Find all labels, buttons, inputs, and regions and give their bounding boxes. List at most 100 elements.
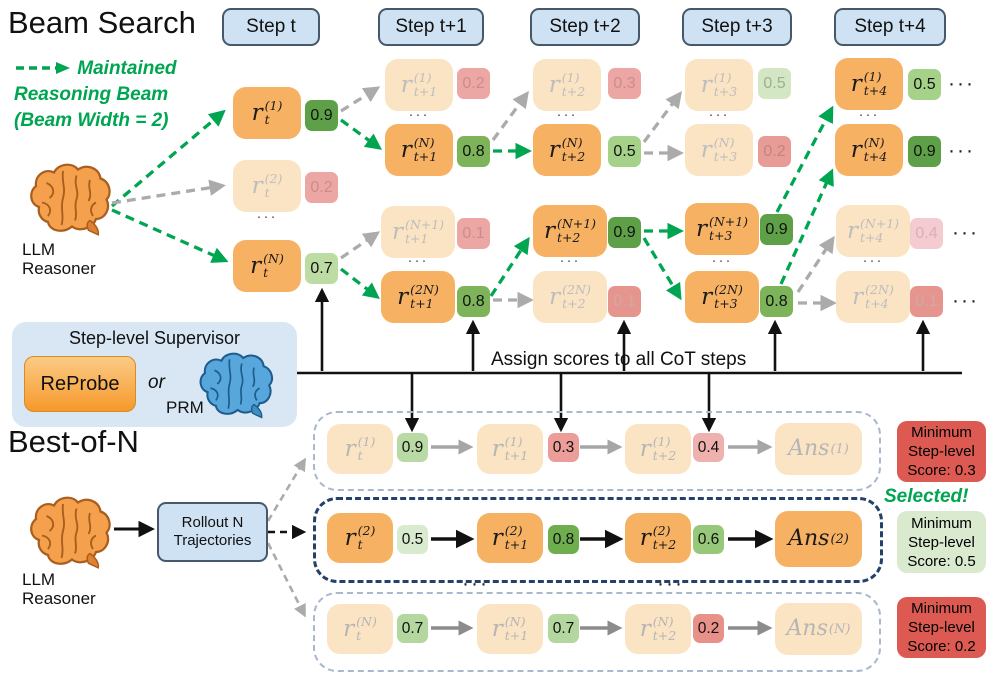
min-score-badge-2: Minimum Step-level Score: 0.5: [897, 511, 986, 573]
min-line2: Step-level: [908, 533, 975, 551]
traj-node: r(N)t+2: [625, 604, 691, 654]
prm-brain-icon: [199, 352, 274, 419]
step-level-supervisor-box: Step-level Supervisor ReProbe or PRM: [12, 322, 297, 427]
min-line2: Step-level: [908, 619, 975, 636]
ellipsis: ···: [407, 252, 429, 269]
beam-score: 0.5: [758, 68, 791, 99]
or-label: or: [148, 372, 165, 393]
trajectory-row-1: [313, 411, 881, 491]
beam-score: 0.9: [305, 100, 338, 131]
step-header-t: Step t: [222, 8, 320, 46]
beam-score: 0.1: [608, 286, 641, 317]
traj-node: r(2)t: [327, 513, 393, 563]
answer-node: Ans(N): [775, 603, 862, 655]
rollout-n-trajectories-box: Rollout N Trajectories: [157, 502, 268, 562]
beam-score: 0.3: [608, 68, 641, 99]
min-line2: Step-level: [908, 443, 975, 460]
trajectory-row-3: [313, 592, 881, 672]
assign-scores-label: Assign scores to all CoT steps: [491, 349, 747, 370]
best-of-n-title: Best-of-N: [8, 424, 139, 459]
beam-score: 0.5: [608, 136, 641, 167]
min-line3: Score: 0.3: [907, 462, 976, 479]
beam-score: 0.1: [457, 218, 490, 249]
beam-node: r(1)t+3: [685, 59, 753, 111]
beam-node: r(N)t: [233, 240, 301, 292]
bon-llm-label: LLM Reasoner: [22, 570, 96, 608]
beam-node: r(1)t+4: [835, 58, 903, 110]
beam-node: r(N)t+1: [385, 124, 453, 176]
traj-score: 0.7: [548, 614, 579, 643]
traj-score: 0.4: [693, 433, 724, 462]
min-line3: Score: 0.5: [907, 552, 976, 570]
beam-score: 0.9: [608, 217, 641, 248]
beam-score: 0.5: [908, 69, 941, 100]
traj-score: 0.7: [397, 614, 428, 643]
beam-score: 0.4: [910, 218, 943, 249]
beam-node: r(N)t+4: [835, 124, 903, 176]
beam-score: 0.2: [305, 172, 338, 203]
answer-node: Ans(1): [775, 423, 862, 475]
beam-node: r(1)t+1: [385, 59, 453, 111]
traj-node: r(1)t+2: [625, 424, 691, 474]
min-line3: Score: 0.2: [907, 638, 976, 655]
beam-node: r(2N)t+3: [685, 271, 759, 323]
beam-node: r(2N)t+1: [381, 271, 455, 323]
traj-node: r(N)t+1: [477, 604, 543, 654]
beam-search-title: Beam Search: [8, 5, 196, 40]
beam-score: 0.2: [758, 136, 791, 167]
ellipsis: ···: [462, 572, 489, 595]
traj-node: r(1)t: [327, 424, 393, 474]
traj-score: 0.8: [548, 525, 579, 554]
selected-label: Selected!: [884, 486, 969, 507]
rollout-line2: Trajectories: [173, 532, 252, 549]
beam-node: r(1)t+2: [533, 59, 601, 111]
reprobe-button[interactable]: ReProbe: [24, 356, 136, 412]
beam-llm-label: LLM Reasoner: [22, 240, 96, 278]
beam-llm-line1: LLM: [22, 240, 56, 259]
min-score-badge-3: Minimum Step-level Score: 0.2: [897, 597, 986, 658]
ellipsis: ···: [556, 106, 578, 123]
beam-llm-line2: Reasoner: [22, 259, 96, 278]
traj-score: 0.2: [693, 614, 724, 643]
trajectory-row-2-selected: [313, 497, 883, 583]
traj-node: r(2)t+1: [477, 513, 543, 563]
beam-score: 0.8: [457, 136, 490, 167]
supervisor-title: Step-level Supervisor: [68, 328, 241, 348]
bon-llm-line2: Reasoner: [22, 589, 96, 608]
step-header-t2: Step t+2: [530, 8, 640, 46]
ellipsis: ···: [952, 221, 979, 244]
rollout-line1: Rollout N: [181, 514, 244, 531]
step-header-t3: Step t+3: [682, 8, 792, 46]
bon-llm-line1: LLM: [22, 570, 56, 589]
ellipsis: ···: [858, 106, 880, 123]
ellipsis: ···: [657, 572, 684, 595]
beam-node: r(N+1)t+3: [685, 203, 759, 255]
ellipsis: ···: [256, 208, 278, 225]
beam-node: r(2N)t+4: [836, 271, 910, 323]
ellipsis: ···: [408, 106, 430, 123]
traj-score: 0.5: [397, 525, 428, 554]
llm-reasoner-brain-icon: [30, 496, 111, 569]
min-line1: Minimum: [911, 600, 972, 617]
min-line1: Minimum: [911, 514, 972, 532]
traj-node: r(2)t+2: [625, 513, 691, 563]
step-header-t4: Step t+4: [834, 8, 946, 46]
maintained-beam-arrow-icon: [16, 62, 70, 74]
beam-node: r(N+1)t+2: [533, 205, 607, 257]
legend-line2: Reasoning Beam: [14, 84, 169, 105]
traj-node: r(1)t+1: [477, 424, 543, 474]
ellipsis: ···: [559, 252, 581, 269]
beam-score: 0.9: [908, 136, 941, 167]
beam-score: 0.7: [305, 253, 338, 284]
traj-score: 0.3: [548, 433, 579, 462]
ellipsis: ···: [711, 252, 733, 269]
legend-line3: (Beam Width = 2): [14, 110, 169, 131]
min-line1: Minimum: [911, 424, 972, 441]
beam-node: r(2)t: [233, 160, 301, 212]
beam-node: r(N+1)t+4: [836, 205, 910, 257]
ellipsis: ···: [862, 252, 884, 269]
traj-score: 0.9: [397, 433, 428, 462]
legend-line1: Maintained: [77, 58, 177, 79]
